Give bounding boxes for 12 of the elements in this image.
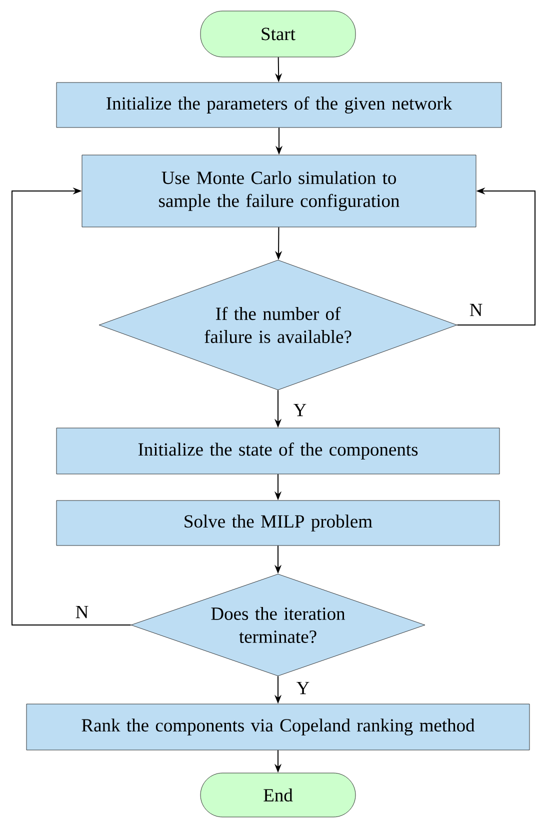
edge-label: N: [74, 604, 90, 620]
process-box: Rank the components via Copeland ranking method: [26, 704, 530, 750]
process-box: Initialize the parameters of the given network: [56, 82, 502, 128]
edge-label: Y: [292, 402, 308, 418]
edge-label: N: [468, 302, 484, 318]
process-box: Use Monte Carlo simulation to sample the failure configuration: [82, 154, 476, 228]
process-box: Solve the MILP problem: [56, 500, 500, 546]
arrow: [12, 187, 132, 626]
process-box: Initialize the state of the components: [56, 428, 500, 474]
edge-label: Y: [295, 680, 311, 696]
terminal-box: Start: [200, 10, 356, 58]
terminal-box: End: [200, 772, 356, 818]
